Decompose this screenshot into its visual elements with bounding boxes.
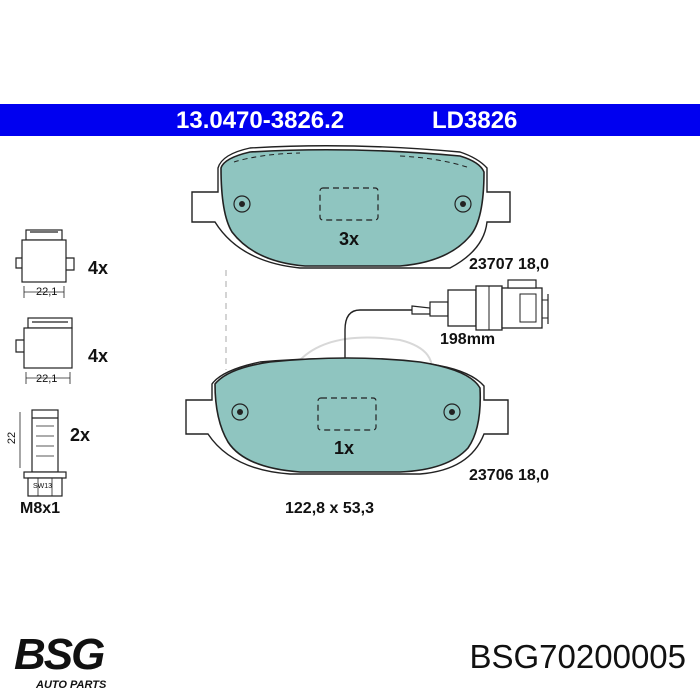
brand-subtitle: AUTO PARTS [36,679,107,691]
bolt-drawing [19,409,67,497]
brand-name: BSG [14,630,105,679]
bolt-length: 22 [6,431,19,445]
article-code: BSG70200005 [469,638,686,675]
upper-brake-pad [191,145,511,269]
bolt-head-label: SW13 [33,483,53,490]
pad-dimensions: 122,8 x 53,3 [285,500,374,517]
bolt-count: 2x [70,425,91,445]
brand-logo: BSG AUTO PARTS [14,630,107,692]
bolt-thread: M8x1 [20,500,61,517]
part-number: 13.0470-3826.2 [176,107,345,134]
clip-a-width: 22,1 [36,286,58,298]
ld-number: LD3826 [432,107,518,134]
lower-brake-pad [185,357,509,475]
lower-pad-count: 1x [334,438,355,458]
clip-a-count: 4x [88,258,109,278]
clip-b-count: 4x [88,346,109,366]
clip-b-drawing [15,317,73,384]
wear-sensor [344,279,549,358]
lower-pad-code: 23706 18,0 [469,467,550,484]
header-bar [0,104,700,136]
clip-b-width: 22,1 [36,373,58,385]
wear-sensor-length: 198mm [440,331,496,348]
clip-a-drawing [15,229,75,298]
upper-pad-count: 3x [339,229,360,249]
upper-pad-code: 23707 18,0 [469,256,550,273]
